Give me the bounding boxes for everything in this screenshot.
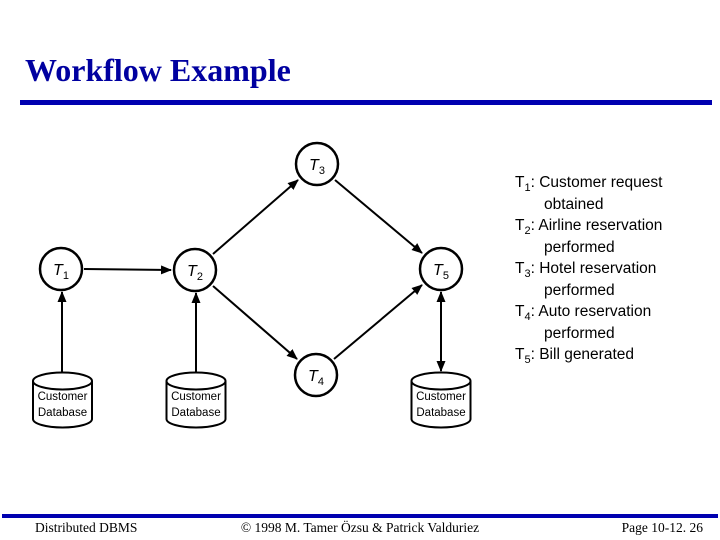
node-T5: T5 bbox=[418, 246, 464, 292]
database-2-label-line2: Database bbox=[171, 407, 220, 419]
legend-item-T4-desc: Auto reservation performed bbox=[538, 303, 652, 342]
legend-item-T4: T4: Auto reservation performed bbox=[515, 303, 652, 342]
node-T4-label: T4 bbox=[308, 368, 324, 388]
edge-T4-T5 bbox=[333, 284, 423, 360]
database-1-label-line2: Database bbox=[38, 407, 87, 419]
legend-item-T3: T3: Hotel reservation performed bbox=[515, 260, 657, 299]
node-T1-circle bbox=[38, 246, 84, 292]
node-T2-label: T2 bbox=[187, 263, 203, 283]
title-underline-rule bbox=[20, 100, 712, 105]
legend-item-T3-desc: Hotel reservation performed bbox=[539, 260, 657, 299]
node-T5-circle bbox=[418, 246, 464, 292]
edge-T3-T5 bbox=[334, 179, 423, 254]
footer-book-title: Distributed DBMS bbox=[35, 520, 138, 535]
database-3-top bbox=[410, 371, 472, 391]
legend-item-T5: T5: Bill generated bbox=[515, 346, 635, 367]
legend-item-T1-desc: Customer request obtained bbox=[539, 174, 663, 213]
database-cylinder-3: Customer Database bbox=[410, 371, 472, 429]
database-cylinder-2: Customer Database bbox=[165, 371, 227, 429]
database-1-body bbox=[32, 381, 93, 429]
page-title: Workflow Example bbox=[25, 52, 291, 88]
node-T1-label: T1 bbox=[53, 262, 69, 282]
footer-page-number: Page 10-12. 26 bbox=[621, 520, 703, 535]
legend-item-T5-desc: Bill generated bbox=[539, 346, 635, 363]
edge-T2-T3 bbox=[212, 179, 299, 255]
node-T2-circle bbox=[172, 247, 218, 293]
node-T5-label: T5 bbox=[433, 262, 449, 282]
database-3-label-line1: Customer bbox=[416, 391, 466, 403]
database-3-label-line2: Database bbox=[416, 407, 465, 419]
database-1-top bbox=[32, 371, 93, 391]
database-3-body bbox=[410, 381, 472, 429]
edge-T2-T4 bbox=[212, 285, 298, 360]
footer-rule bbox=[2, 514, 718, 518]
edge-T1-T2 bbox=[83, 265, 172, 275]
database-cylinder-1: Customer Database bbox=[32, 371, 93, 429]
legend: T1: Customer request obtained T2: Airlin… bbox=[515, 172, 711, 366]
database-1-label-line1: Customer bbox=[38, 391, 88, 403]
database-2-top bbox=[165, 371, 227, 391]
node-T3-circle bbox=[294, 141, 340, 187]
database-2-body bbox=[165, 381, 227, 429]
legend-item-T2: T2: Airline reservation performed bbox=[515, 217, 663, 256]
node-T2: T2 bbox=[172, 247, 218, 293]
legend-item-T1: T1: Customer request obtained bbox=[515, 174, 663, 213]
node-T4: T4 bbox=[293, 352, 339, 398]
node-T3: T3 bbox=[294, 141, 340, 187]
footer-copyright: © 1998 M. Tamer Özsu & Patrick Valduriez bbox=[240, 520, 480, 535]
node-T1: T1 bbox=[38, 246, 84, 292]
legend-item-T2-desc: Airline reservation performed bbox=[538, 217, 663, 256]
node-T4-circle bbox=[293, 352, 339, 398]
node-T3-label: T3 bbox=[309, 157, 325, 177]
database-2-label-line1: Customer bbox=[171, 391, 221, 403]
